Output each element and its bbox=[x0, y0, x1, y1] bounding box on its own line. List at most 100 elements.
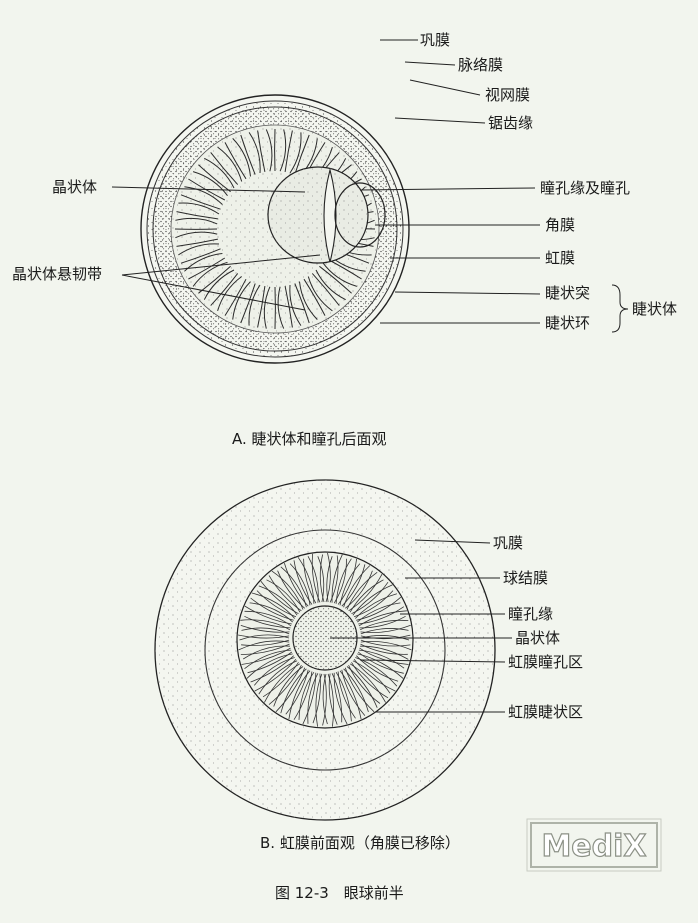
label-zonule: 晶状体悬韧带 bbox=[12, 265, 102, 283]
iris-striation bbox=[319, 554, 325, 603]
iris-striation bbox=[268, 575, 302, 612]
ciliary-process-stroke bbox=[217, 146, 243, 182]
label-lens-b: 晶状体 bbox=[515, 629, 560, 647]
panel-a-illustration bbox=[140, 94, 410, 364]
iris-striation bbox=[240, 643, 290, 655]
label-conjunctiva: 球结膜 bbox=[503, 569, 548, 587]
iris-striation bbox=[357, 602, 401, 623]
iris-striation bbox=[359, 619, 409, 631]
iris-striation bbox=[335, 558, 352, 604]
ciliary-process-stroke bbox=[265, 129, 273, 172]
ciliary-process-stroke bbox=[175, 217, 218, 225]
ciliary-process-stroke bbox=[257, 286, 266, 328]
ciliary-process-stroke bbox=[176, 238, 219, 247]
ciliary-process-stroke bbox=[232, 281, 251, 320]
iris-striation bbox=[349, 579, 384, 613]
iris-striation bbox=[360, 628, 409, 635]
ciliary-process-stroke bbox=[184, 186, 223, 205]
label-ciliary-ring: 睫状环 bbox=[545, 314, 590, 332]
iris-striation bbox=[244, 605, 292, 625]
iris-striation bbox=[352, 660, 391, 694]
iris-striation bbox=[293, 671, 313, 720]
iris-striation bbox=[241, 647, 291, 665]
label-cornea: 角膜 bbox=[545, 216, 575, 234]
ciliary-process-stroke bbox=[224, 142, 247, 180]
label-ora-serrata: 锯齿缘 bbox=[488, 114, 533, 132]
ciliary-process-stroke bbox=[263, 286, 271, 329]
ciliary-process-stroke bbox=[284, 130, 293, 172]
watermark: MediX bbox=[526, 818, 662, 872]
iris-striation bbox=[250, 655, 294, 683]
ciliary-process-stroke bbox=[175, 231, 218, 239]
caption-panel-a: A. 睫状体和瞳孔后面观 bbox=[232, 430, 387, 448]
iris-striation bbox=[268, 665, 302, 705]
iris-striation bbox=[285, 669, 309, 715]
iris-striation bbox=[349, 663, 386, 703]
label-iris-pupillary-zone: 虹膜瞳孔区 bbox=[508, 653, 583, 671]
iris-striation bbox=[275, 667, 306, 713]
ciliary-process-stroke bbox=[240, 283, 256, 324]
label-pupil-margin: 瞳孔缘 bbox=[508, 605, 553, 623]
ciliary-process-stroke bbox=[279, 129, 287, 172]
iris-striation bbox=[262, 662, 299, 698]
iris-striation bbox=[346, 666, 378, 708]
panel-b-illustration bbox=[154, 479, 496, 821]
label-lens-a: 晶状体 bbox=[52, 178, 97, 196]
iris-striation bbox=[250, 597, 294, 621]
iris-striation bbox=[358, 649, 405, 669]
ciliary-process-stroke bbox=[303, 278, 326, 316]
ciliary-process-stroke bbox=[217, 276, 242, 312]
iris-striation bbox=[331, 673, 343, 723]
ciliary-process-stroke bbox=[289, 284, 302, 326]
ciliary-process-stroke bbox=[188, 257, 226, 280]
iris-striation bbox=[312, 673, 321, 724]
ciliary-process-stroke bbox=[192, 171, 228, 196]
panel-a-leaders bbox=[111, 39, 629, 333]
ciliary-process-stroke bbox=[204, 157, 235, 189]
iris-striation bbox=[326, 556, 333, 603]
ciliary-process-stroke bbox=[224, 278, 247, 316]
ciliary-process-stroke bbox=[307, 276, 333, 312]
iris-striation bbox=[238, 634, 290, 639]
iris-striation bbox=[360, 640, 412, 651]
iris-striation bbox=[254, 658, 297, 692]
ciliary-process-stroke bbox=[210, 273, 239, 306]
ciliary-process-stroke bbox=[315, 269, 346, 301]
iris-striation bbox=[355, 657, 398, 687]
iris-striation bbox=[247, 651, 293, 674]
ciliary-process-stroke bbox=[322, 262, 358, 287]
ciliary-process-stroke bbox=[178, 243, 220, 256]
iris-striation bbox=[346, 571, 378, 610]
ciliary-process-stroke bbox=[257, 130, 266, 173]
watermark-text: MediX bbox=[541, 829, 646, 864]
label-choroid: 脉络膜 bbox=[458, 56, 503, 74]
ciliary-process-stroke bbox=[294, 283, 310, 324]
iris-striation bbox=[260, 580, 299, 615]
ciliary-process-stroke bbox=[319, 265, 352, 294]
iris-striation bbox=[277, 570, 305, 609]
ciliary-process-stroke bbox=[240, 134, 256, 175]
ciliary-process-stroke bbox=[203, 269, 235, 300]
iris-striation bbox=[302, 672, 317, 725]
label-pupil-margin-and-pupil: 瞳孔缘及瞳孔 bbox=[540, 179, 630, 197]
iris-striation bbox=[244, 615, 291, 629]
panel-b-leaders bbox=[330, 539, 512, 713]
iris-striation bbox=[284, 562, 309, 607]
label-sclera-b: 巩膜 bbox=[493, 534, 523, 552]
iris-striation bbox=[327, 673, 334, 727]
label-ciliary-body: 睫状体 bbox=[632, 300, 677, 318]
iris-striation bbox=[339, 563, 361, 606]
iris-striation bbox=[352, 584, 393, 616]
ciliary-process-stroke bbox=[180, 194, 221, 210]
iris-striation bbox=[256, 590, 297, 618]
label-iris: 虹膜 bbox=[545, 249, 575, 267]
ciliary-process-stroke bbox=[311, 273, 340, 306]
label-iris-ciliary-zone: 虹膜睫状区 bbox=[508, 703, 583, 721]
iris-striation bbox=[240, 625, 290, 633]
ciliary-process-stroke bbox=[198, 265, 231, 294]
iris-striation bbox=[331, 554, 343, 603]
label-sclera-a: 巩膜 bbox=[420, 31, 450, 49]
iris-striation bbox=[311, 553, 321, 603]
iris-striation bbox=[293, 560, 313, 605]
